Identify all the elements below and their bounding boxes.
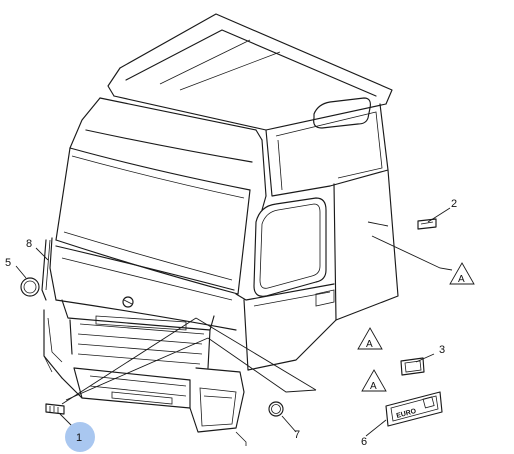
leader-lines xyxy=(15,207,453,437)
callout-7[interactable]: 7 xyxy=(294,429,300,441)
part-1-badge xyxy=(45,403,65,415)
cab-roof xyxy=(107,13,393,131)
part-2-badge xyxy=(417,218,437,230)
callout-6[interactable]: 6 xyxy=(361,436,367,448)
callout-2[interactable]: 2 xyxy=(451,198,457,210)
reference-triangle-1: A xyxy=(449,262,475,285)
callout-3[interactable]: 3 xyxy=(439,344,445,356)
reference-triangle-3: A xyxy=(361,369,387,392)
part-7-grommet xyxy=(268,401,284,417)
callout-1-highlight[interactable] xyxy=(65,422,95,452)
svg-text:A: A xyxy=(366,339,373,350)
euro-plate-text: EURO xyxy=(396,408,418,420)
manufacturer-logo-icon xyxy=(122,296,134,308)
part-8-bracket xyxy=(41,239,51,301)
part-6-euro-plate: EURO xyxy=(385,391,443,427)
side-door xyxy=(235,169,399,371)
reference-triangle-2: A xyxy=(357,327,383,350)
callout-5[interactable]: 5 xyxy=(5,257,11,269)
callout-8[interactable]: 8 xyxy=(26,238,32,250)
cab-upper xyxy=(69,97,389,197)
front-bumper xyxy=(43,309,247,446)
callout-1[interactable]: 1 xyxy=(76,432,82,444)
cab-front xyxy=(49,237,237,369)
part-5-emblem xyxy=(20,277,40,297)
part-3-plate xyxy=(400,357,425,376)
svg-text:A: A xyxy=(458,274,465,285)
windshield xyxy=(55,147,251,295)
svg-text:A: A xyxy=(370,381,377,392)
